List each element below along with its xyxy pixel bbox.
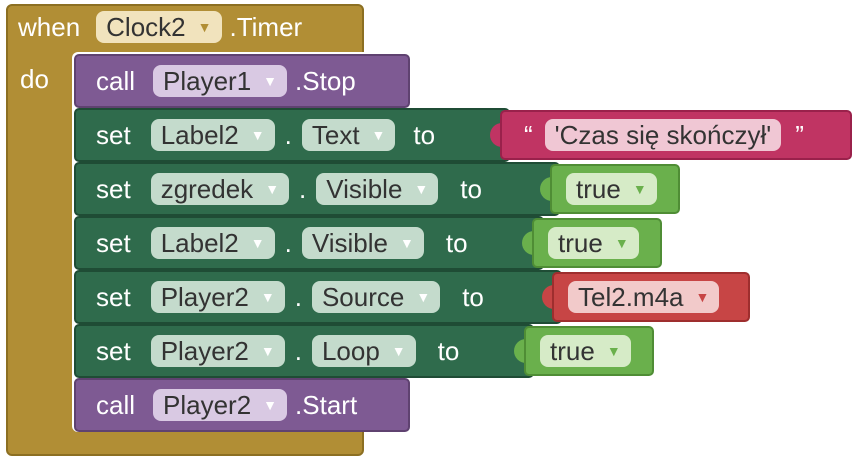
- logic-value: true: [558, 227, 603, 258]
- set-keyword: set: [96, 227, 131, 258]
- source-property-dropdown[interactable]: Source ▼: [311, 281, 441, 313]
- call-player1-stop-block[interactable]: call Player1 ▼ .Stop: [74, 54, 410, 108]
- component-label: Label2: [160, 227, 239, 258]
- loop-property-dropdown[interactable]: Loop ▼: [311, 335, 416, 367]
- true-logic-block[interactable]: true ▼: [550, 164, 680, 214]
- event-name: .Timer: [229, 11, 303, 42]
- true-dropdown[interactable]: true ▼: [566, 173, 657, 205]
- clock2-component-dropdown[interactable]: Clock2 ▼: [96, 11, 222, 43]
- logic-connector: [514, 339, 526, 363]
- text-string-block[interactable]: “ 'Czas się skończył' ”: [500, 110, 852, 160]
- open-quote: “: [524, 119, 533, 150]
- set-player2-source-block[interactable]: set Player2 ▼ . Source ▼ to: [74, 270, 562, 324]
- property-label: Visible: [311, 227, 388, 258]
- player1-component-dropdown[interactable]: Player1 ▼: [153, 65, 288, 97]
- to-keyword: to: [462, 281, 484, 312]
- chevron-down-icon: ▼: [614, 235, 629, 251]
- true-dropdown[interactable]: true ▼: [548, 227, 639, 259]
- visible-property-dropdown[interactable]: Visible ▼: [316, 173, 439, 205]
- to-keyword: to: [445, 227, 468, 258]
- dot-separator: .: [294, 335, 302, 366]
- event-header: when Clock2 ▼ .Timer: [18, 8, 302, 46]
- property-label: Text: [311, 119, 360, 150]
- do-keyword: do: [20, 64, 49, 94]
- label2-component-dropdown[interactable]: Label2 ▼: [150, 227, 275, 259]
- set-keyword: set: [96, 281, 131, 312]
- method-name: .Start: [295, 389, 358, 420]
- set-keyword: set: [96, 173, 131, 204]
- property-label: Visible: [326, 173, 403, 204]
- dot-separator: .: [284, 227, 292, 258]
- true-logic-block[interactable]: true ▼: [532, 218, 662, 268]
- chevron-down-icon: ▼: [399, 235, 414, 251]
- to-keyword: to: [437, 335, 460, 366]
- source-value-dropdown[interactable]: Tel2.m4a ▼: [568, 281, 720, 313]
- string-value: 'Czas się skończył': [554, 119, 772, 150]
- logic-value: true: [550, 335, 595, 366]
- component-label: zgredek: [160, 173, 254, 204]
- set-keyword: set: [96, 119, 131, 150]
- chevron-down-icon: ▼: [250, 235, 265, 251]
- set-player2-loop-block[interactable]: set Player2 ▼ . Loop ▼ to: [74, 324, 534, 378]
- call-keyword: call: [96, 389, 136, 420]
- source-value-block[interactable]: Tel2.m4a ▼: [552, 272, 750, 322]
- source-value: Tel2.m4a: [578, 281, 684, 312]
- dot-separator: .: [299, 173, 307, 204]
- visible-property-dropdown[interactable]: Visible ▼: [301, 227, 424, 259]
- call-keyword: call: [96, 65, 136, 96]
- chevron-down-icon: ▼: [260, 289, 275, 305]
- component-label: Clock2: [106, 11, 186, 42]
- set-label2-text-block[interactable]: set Label2 ▼ . Text ▼ to: [74, 108, 510, 162]
- true-logic-block[interactable]: true ▼: [524, 326, 654, 376]
- method-name: .Stop: [295, 65, 356, 96]
- property-label: Source: [321, 281, 405, 312]
- chevron-down-icon: ▼: [371, 127, 386, 143]
- set-zgredek-visible-block[interactable]: set zgredek ▼ . Visible ▼ to: [74, 162, 560, 216]
- text-property-dropdown[interactable]: Text ▼: [301, 119, 396, 151]
- chevron-down-icon: ▼: [250, 127, 265, 143]
- chevron-down-icon: ▼: [265, 181, 280, 197]
- component-label: Player2: [163, 389, 252, 420]
- zgredek-component-dropdown[interactable]: zgredek ▼: [150, 173, 290, 205]
- chevron-down-icon: ▼: [263, 73, 278, 89]
- player2-component-dropdown[interactable]: Player2 ▼: [150, 281, 285, 313]
- to-keyword: to: [413, 119, 436, 150]
- component-label: Player1: [163, 65, 252, 96]
- chevron-down-icon: ▼: [260, 343, 275, 359]
- chevron-down-icon: ▼: [416, 289, 431, 305]
- close-quote: ”: [795, 119, 804, 150]
- text-connector: [490, 123, 502, 147]
- component-label: Label2: [160, 119, 239, 150]
- set-label2-visible-block[interactable]: set Label2 ▼ . Visible ▼ to: [74, 216, 544, 270]
- when-keyword: when: [18, 11, 81, 42]
- logic-value: true: [576, 173, 621, 204]
- true-dropdown[interactable]: true ▼: [540, 335, 631, 367]
- chevron-down-icon: ▼: [414, 181, 429, 197]
- logic-connector: [522, 231, 534, 255]
- dot-separator: .: [284, 119, 292, 150]
- to-keyword: to: [460, 173, 482, 204]
- chevron-down-icon: ▼: [197, 19, 212, 35]
- chevron-down-icon: ▼: [391, 343, 406, 359]
- chevron-down-icon: ▼: [632, 181, 647, 197]
- player2-component-dropdown[interactable]: Player2 ▼: [153, 389, 288, 421]
- dot-separator: .: [294, 281, 302, 312]
- string-value-field[interactable]: 'Czas się skończył': [544, 119, 782, 151]
- set-keyword: set: [96, 335, 131, 366]
- player2-component-dropdown[interactable]: Player2 ▼: [150, 335, 285, 367]
- component-label: Player2: [160, 335, 249, 366]
- chevron-down-icon: ▼: [606, 343, 621, 359]
- property-label: Loop: [321, 335, 380, 366]
- chevron-down-icon: ▼: [695, 289, 710, 305]
- call-player2-start-block[interactable]: call Player2 ▼ .Start: [74, 378, 410, 432]
- logic-connector: [540, 177, 552, 201]
- label2-component-dropdown[interactable]: Label2 ▼: [150, 119, 275, 151]
- string-connector: [542, 285, 554, 309]
- chevron-down-icon: ▼: [263, 397, 278, 413]
- component-label: Player2: [160, 281, 249, 312]
